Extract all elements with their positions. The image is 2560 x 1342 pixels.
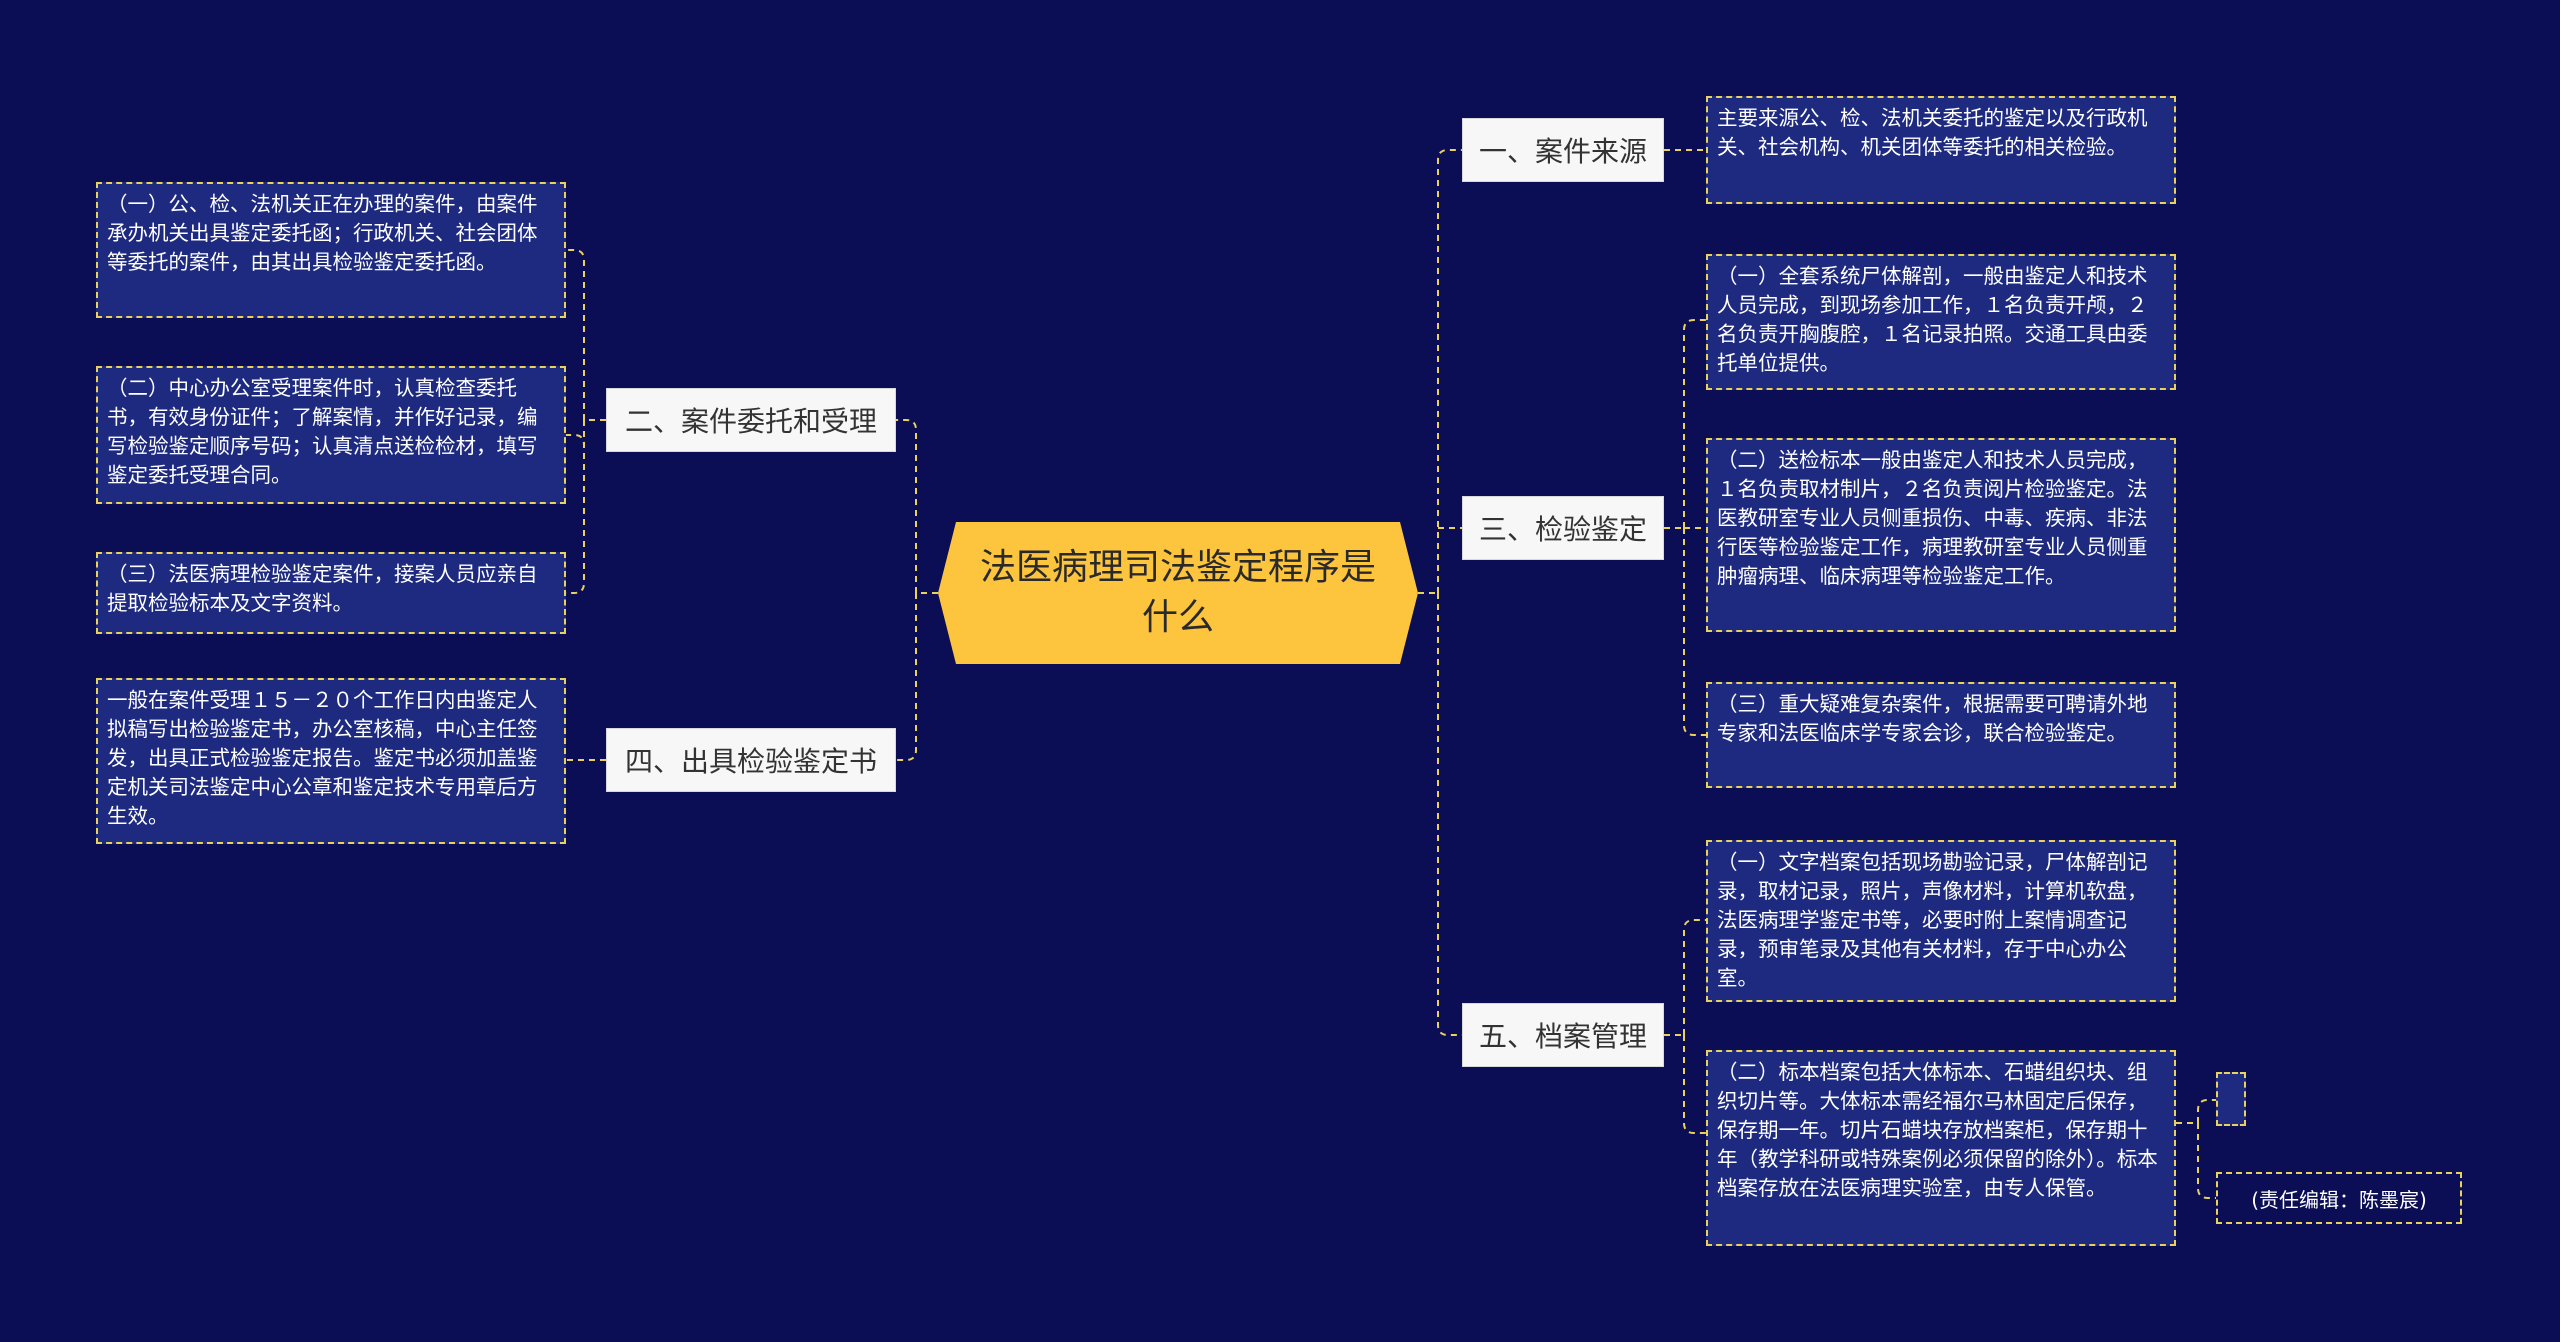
leaf-inspection-1[interactable]: （一）全套系统尸体解剖，一般由鉴定人和技术人员完成，到现场参加工作，１名负责开颅…: [1706, 254, 2176, 390]
leaf-inspection-2[interactable]: （二）送检标本一般由鉴定人和技术人员完成，１名负责取材制片，２名负责阅片检验鉴定…: [1706, 438, 2176, 632]
leaf-text: 一般在案件受理１５－２０个工作日内由鉴定人拟稿写出检验鉴定书，办公室核稿，中心主…: [107, 688, 538, 828]
leaf-archive-1[interactable]: （一）文字档案包括现场勘验记录，尸体解剖记录，取材记录，照片，声像材料，计算机软…: [1706, 840, 2176, 1002]
branch-label: 三、检验鉴定: [1478, 513, 1647, 546]
leaf-text: （一）文字档案包括现场勘验记录，尸体解剖记录，取材记录，照片，声像材料，计算机软…: [1717, 850, 2148, 990]
leaf-inspection-3[interactable]: （三）重大疑难复杂案件，根据需要可聘请外地专家和法医临床学专家会诊，联合检验鉴定…: [1706, 682, 2176, 788]
leaf-text: （一）全套系统尸体解剖，一般由鉴定人和技术人员完成，到现场参加工作，１名负责开颅…: [1717, 264, 2148, 375]
branch-label: 四、出具检验鉴定书: [624, 745, 877, 778]
leaf-commission-1[interactable]: （一）公、检、法机关正在办理的案件，由案件承办机关出具鉴定委托函；行政机关、社会…: [96, 182, 566, 318]
leaf-text: （三）法医病理检验鉴定案件，接案人员应亲自提取检验标本及文字资料。: [107, 562, 538, 615]
credit-text: (责任编辑：陈墨宸): [2251, 1187, 2427, 1212]
leaf-commission-2[interactable]: （二）中心办公室受理案件时，认真检查委托书，有效身份证件；了解案情，并作好记录，…: [96, 366, 566, 504]
branch-case-source[interactable]: 一、案件来源: [1462, 118, 1664, 182]
leaf-report[interactable]: 一般在案件受理１５－２０个工作日内由鉴定人拟稿写出检验鉴定书，办公室核稿，中心主…: [96, 678, 566, 844]
branch-label: 一、案件来源: [1478, 135, 1647, 168]
leaf-text: 主要来源公、检、法机关委托的鉴定以及行政机关、社会机构、机关团体等委托的相关检验…: [1717, 106, 2148, 159]
branch-label: 五、档案管理: [1478, 1020, 1647, 1053]
branch-report[interactable]: 四、出具检验鉴定书: [606, 728, 896, 792]
branch-commission[interactable]: 二、案件委托和受理: [606, 388, 896, 452]
leaf-archive-2[interactable]: （二）标本档案包括大体标本、石蜡组织块、组织切片等。大体标本需经福尔马林固定后保…: [1706, 1050, 2176, 1246]
leaf-text: （三）重大疑难复杂案件，根据需要可聘请外地专家和法医临床学专家会诊，联合检验鉴定…: [1717, 692, 2148, 745]
branch-inspection[interactable]: 三、检验鉴定: [1462, 496, 1664, 560]
leaf-text: （二）中心办公室受理案件时，认真检查委托书，有效身份证件；了解案情，并作好记录，…: [107, 376, 538, 487]
leaf-text: （二）标本档案包括大体标本、石蜡组织块、组织切片等。大体标本需经福尔马林固定后保…: [1717, 1060, 2158, 1200]
root-topic[interactable]: 法医病理司法鉴定程序是什么: [938, 522, 1418, 664]
branch-label: 二、案件委托和受理: [624, 405, 877, 438]
leaf-commission-3[interactable]: （三）法医病理检验鉴定案件，接案人员应亲自提取检验标本及文字资料。: [96, 552, 566, 634]
leaf-case-source[interactable]: 主要来源公、检、法机关委托的鉴定以及行政机关、社会机构、机关团体等委托的相关检验…: [1706, 96, 2176, 204]
credit-editor: (责任编辑：陈墨宸): [2216, 1172, 2462, 1224]
leaf-text: （二）送检标本一般由鉴定人和技术人员完成，１名负责取材制片，２名负责阅片检验鉴定…: [1717, 448, 2148, 588]
leaf-text: （一）公、检、法机关正在办理的案件，由案件承办机关出具鉴定委托函；行政机关、社会…: [107, 192, 538, 274]
branch-archive[interactable]: 五、档案管理: [1462, 1003, 1664, 1067]
leaf-empty[interactable]: [2216, 1072, 2246, 1126]
root-title: 法医病理司法鉴定程序是什么: [979, 547, 1376, 638]
